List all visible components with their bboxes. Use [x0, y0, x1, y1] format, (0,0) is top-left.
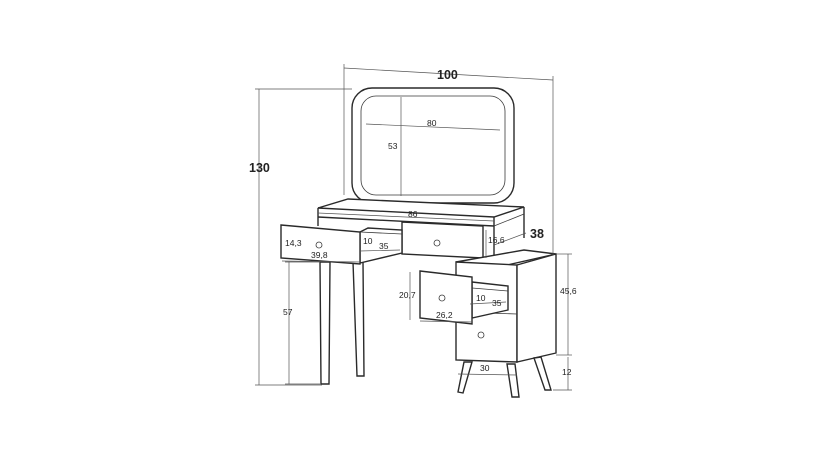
cabinet-open-drawer: [419, 270, 509, 325]
label-mirror-height: 53: [388, 141, 398, 151]
label-cabinet-drawer-depth: 35: [492, 298, 502, 308]
left-open-drawer: [280, 224, 403, 265]
mirror: [351, 87, 515, 204]
label-total-width: 100: [437, 68, 458, 82]
label-cabinet-drawer-inner: 10: [476, 293, 486, 303]
label-left-drawer-width: 39,8: [311, 250, 328, 260]
label-cabinet-drawer-width: 26,2: [436, 310, 453, 320]
label-total-height: 130: [249, 161, 270, 175]
label-mirror-width: 80: [427, 118, 437, 128]
label-depth: 38: [530, 227, 544, 241]
label-cabinet-width: 30: [480, 363, 490, 373]
label-leg-height: 57: [283, 307, 293, 317]
label-left-drawer-height: 14,3: [285, 238, 302, 248]
center-drawer: [401, 221, 484, 259]
label-cabinet-drawer-height: 20,7: [399, 290, 416, 300]
dimension-labels: 100 130 38 80 53 86 14,3 10 35 39,8 16,6…: [249, 68, 577, 377]
dimension-lines: [255, 64, 572, 391]
label-left-drawer-inner: 10: [363, 236, 373, 246]
label-cabinet-height: 45,6: [560, 286, 577, 296]
label-cabinet-leg-height: 12: [562, 367, 572, 377]
left-legs: [319, 261, 365, 385]
label-top-width: 86: [408, 209, 418, 219]
label-left-drawer-depth: 35: [379, 241, 389, 251]
label-center-drawer-height: 16,6: [488, 235, 505, 245]
